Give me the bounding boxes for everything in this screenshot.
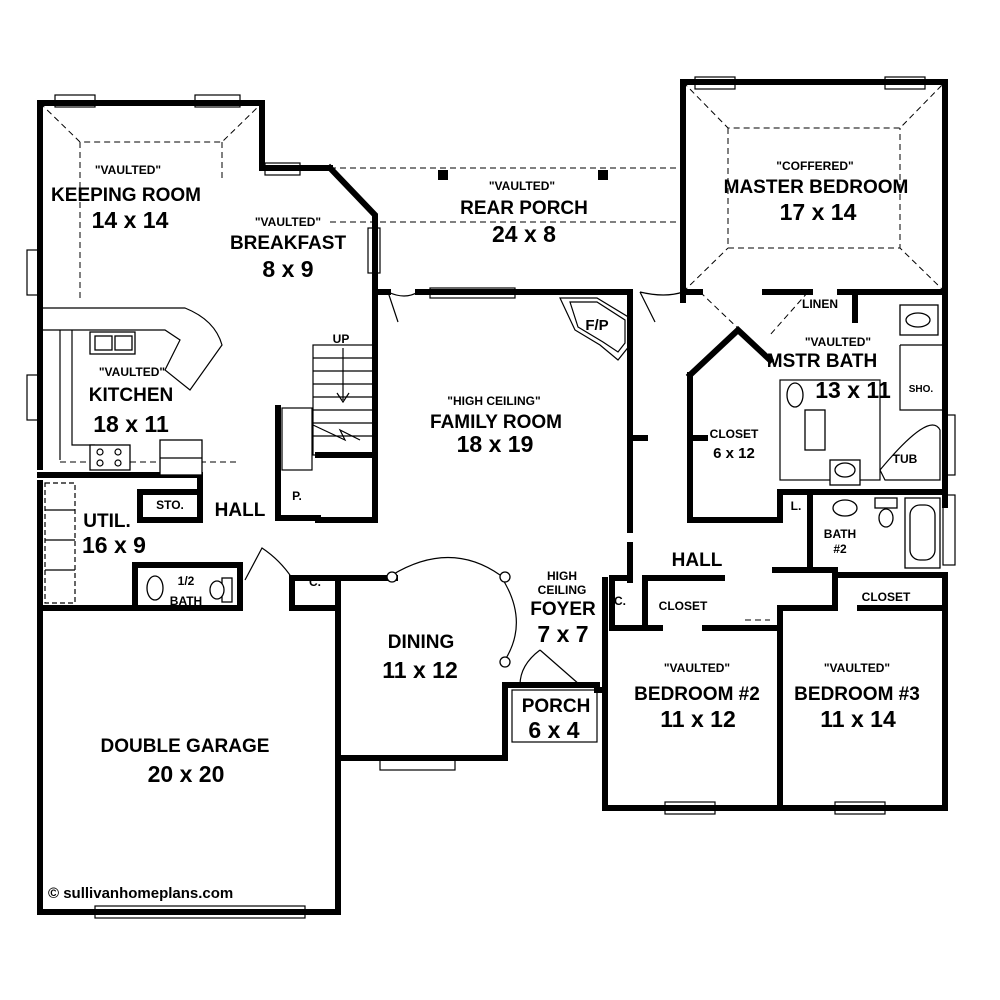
half-bath-fraction: 1/2 xyxy=(178,574,195,588)
rear-porch-post xyxy=(598,170,608,180)
coat-closet-label: C. xyxy=(309,575,321,589)
mstr-bath-size: 13 x 11 xyxy=(815,377,891,403)
master-bedroom-note: "COFFERED" xyxy=(776,159,853,173)
mstr-bath-name: MSTR BATH xyxy=(767,351,877,372)
family-room-name: FAMILY ROOM xyxy=(430,412,562,433)
rear-porch-post xyxy=(438,170,448,180)
breakfast-name: BREAKFAST xyxy=(230,233,347,254)
master-closet-name: CLOSET xyxy=(710,427,759,441)
hall-right-label: HALL xyxy=(672,550,723,571)
linen-label: LINEN xyxy=(802,297,838,311)
keeping-room-name: KEEPING ROOM xyxy=(51,185,201,206)
room-labels: "VAULTED" KEEPING ROOM 14 x 14 "VAULTED"… xyxy=(51,159,920,787)
storage-label: STO. xyxy=(156,498,184,512)
foyer-note-1: HIGH xyxy=(547,569,577,583)
half-bath-fixtures xyxy=(146,575,233,603)
garage-size: 20 x 20 xyxy=(148,761,225,787)
bedroom2-note: "VAULTED" xyxy=(664,661,730,675)
bath2-name: BATH xyxy=(824,527,856,541)
rear-porch-name: REAR PORCH xyxy=(460,198,588,219)
family-room-size: 18 x 19 xyxy=(457,431,534,457)
keeping-room-size: 14 x 14 xyxy=(92,207,169,233)
kitchen-note: "VAULTED" xyxy=(99,365,165,379)
fireplace-label: F/P xyxy=(585,317,608,334)
half-bath-name: BATH xyxy=(170,594,202,608)
breakfast-size: 8 x 9 xyxy=(262,256,313,282)
bedroom2-name: BEDROOM #2 xyxy=(634,684,760,705)
master-bedroom-name: MASTER BEDROOM xyxy=(724,177,909,198)
doors xyxy=(244,291,684,686)
kitchen-name: KITCHEN xyxy=(89,385,173,406)
stair-up-label: UP xyxy=(333,332,350,346)
bath2-number: #2 xyxy=(833,542,847,556)
bedroom3-note: "VAULTED" xyxy=(824,661,890,675)
bedroom2-size: 11 x 12 xyxy=(660,706,735,732)
mstr-bath-note: "VAULTED" xyxy=(805,335,871,349)
hall-left-label: HALL xyxy=(215,500,266,521)
keeping-room-note: "VAULTED" xyxy=(95,163,161,177)
foyer-size: 7 x 7 xyxy=(537,621,588,647)
bedroom3-name: BEDROOM #3 xyxy=(794,684,920,705)
pantry-label: P. xyxy=(292,489,302,503)
master-closet-size: 6 x 12 xyxy=(713,445,755,462)
bath2-fixtures xyxy=(832,497,941,569)
master-bedroom-size: 17 x 14 xyxy=(780,199,857,225)
fireplace xyxy=(559,297,631,361)
kitchen-fixtures xyxy=(40,307,223,476)
kitchen-size: 18 x 11 xyxy=(93,411,169,437)
rear-porch-size: 24 x 8 xyxy=(492,221,556,247)
foyer-note-2: CEILING xyxy=(538,583,587,597)
shower-label: SHO. xyxy=(909,384,934,395)
porch-name: PORCH xyxy=(522,696,591,717)
porch-area xyxy=(511,689,598,743)
util-size: 16 x 9 xyxy=(82,532,146,558)
dining-size: 11 x 12 xyxy=(382,657,457,683)
tub-label: TUB xyxy=(893,452,918,466)
util-name: UTIL. xyxy=(83,511,131,532)
bedroom3-closet-label: CLOSET xyxy=(862,590,911,604)
stairs xyxy=(281,344,374,471)
copyright-text: © sullivanhomeplans.com xyxy=(48,885,233,902)
util-fixtures xyxy=(44,482,76,604)
master-bath-fixtures xyxy=(779,304,945,486)
foyer-columns xyxy=(386,556,517,668)
porch-size: 6 x 4 xyxy=(528,717,579,743)
rear-porch-note: "VAULTED" xyxy=(489,179,555,193)
garage-name: DOUBLE GARAGE xyxy=(101,736,270,757)
hall-closet-label: CLOSET xyxy=(659,599,708,613)
foyer-name: FOYER xyxy=(530,599,596,620)
laundry-label: L. xyxy=(791,499,802,513)
small-labels: LINEN F/P UP HALL HALL STO. P. C. C. CLO… xyxy=(156,297,933,613)
bedroom3-size: 11 x 14 xyxy=(820,706,896,732)
dining-name: DINING xyxy=(388,632,455,653)
family-room-note: "HIGH CEILING" xyxy=(447,394,540,408)
breakfast-note: "VAULTED" xyxy=(255,215,321,229)
walls xyxy=(37,79,948,915)
foyer-coat-closet-label: C. xyxy=(614,594,626,608)
